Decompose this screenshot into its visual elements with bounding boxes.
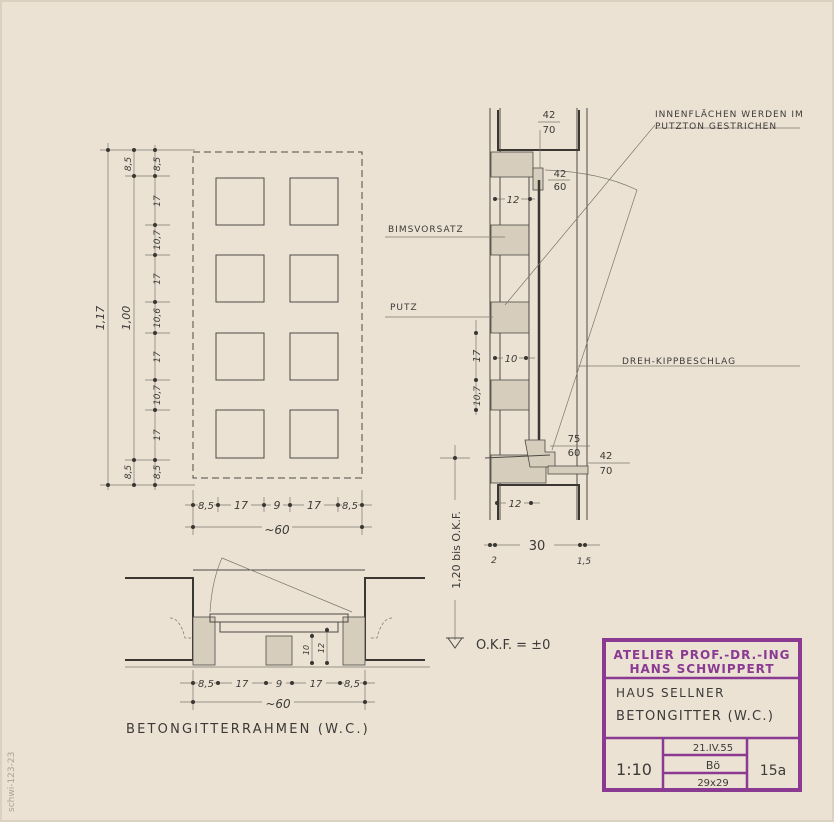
label-bimsvorsatz: BIMSVORSATZ (388, 225, 464, 235)
dim-chain: 17 (153, 351, 163, 363)
sheet-number: 15a (760, 763, 786, 779)
vertical-dimension-lines (100, 143, 195, 490)
frac-sill-numerator: 75 (568, 434, 581, 445)
dim-left-bottom: 8,5 (124, 465, 134, 480)
dim-chain: 17 (153, 195, 163, 207)
dim-width-chain: 17 (234, 499, 248, 512)
section-view: 42 70 42 60 75 60 42 70 12 10 17 10,7 (385, 108, 804, 653)
plan-dim-width-overall: ~60 (265, 697, 291, 711)
dim-1-5: 1,5 (577, 557, 592, 567)
dim-chain: 8,5 (153, 157, 163, 172)
frac-sash-numerator: 42 (554, 169, 567, 180)
frac-top-denominator: 70 (543, 125, 556, 136)
dim-10-7: 10,7 (473, 386, 483, 406)
scale: 1:10 (616, 760, 652, 779)
dim-width-chain: 8,5 (198, 501, 214, 512)
plan-dim-10: 10 (302, 645, 311, 655)
dim-height-overall: 1,17 (94, 306, 107, 331)
dim-width-chain: 9 (274, 499, 281, 512)
frame-outline (192, 151, 363, 479)
grid-openings (215, 177, 339, 459)
office-name-line2: HANS SCHWIPPERT (629, 662, 774, 676)
dim-chain: 17 (153, 273, 163, 285)
height-above-floor-note: 1,20 bis O.K.F. (450, 511, 463, 589)
dim-30: 30 (529, 539, 546, 554)
frac-sash-denominator: 60 (554, 182, 567, 193)
dim-width-chain: 17 (307, 499, 321, 512)
dim-chain: 8,5 (153, 465, 163, 480)
dim-chain: 10,7 (153, 385, 163, 405)
dim-17: 17 (472, 349, 483, 362)
plan-dim-chain: 8,5 (344, 679, 360, 690)
dim-chain: 10,6 (153, 308, 163, 328)
dim-width-chain: 8,5 (342, 501, 358, 512)
sheet-size: 29x29 (697, 778, 728, 789)
frac-bottom-numerator: 42 (600, 451, 613, 462)
dim-chain: 17 (153, 429, 163, 441)
archive-mark: schwi-123-23 (7, 752, 17, 812)
dim-height-inner: 1,00 (120, 306, 133, 331)
dim-10: 10 (505, 354, 518, 365)
dim-width-overall: ~60 (264, 523, 290, 537)
drawing-subject: BETONGITTER (W.C.) (616, 709, 774, 724)
frac-top-numerator: 42 (543, 110, 556, 121)
drawn-by: Bö (706, 759, 721, 772)
note-interior-surfaces-2: PUTZTON GESTRICHEN (655, 122, 777, 132)
floor-level-label: O.K.F. = ±0 (476, 638, 550, 653)
dim-2: 2 (491, 556, 497, 566)
note-interior-surfaces: INNENFLÄCHEN WERDEN IM (655, 109, 804, 120)
dim-12-bottom: 12 (509, 499, 522, 510)
plan-dim-12: 12 (317, 643, 326, 653)
elevation-view: 1,17 1,00 8,5 8,5 8,5 17 10,7 17 10,6 17… (94, 143, 372, 537)
title-block-stamp: ATELIER PROF.-DR.-ING HANS SCHWIPPERT HA… (602, 638, 802, 792)
plan-view: 10 12 8,5 17 9 17 8,5 ~60 BETONGITTERRAH… (125, 557, 430, 737)
dim-12-top: 12 (507, 195, 520, 206)
frac-bottom-denominator: 70 (600, 466, 613, 477)
plan-dim-chain: 17 (310, 679, 323, 690)
plan-title: BETONGITTERRAHMEN (W.C.) (126, 722, 370, 737)
frac-sill-denominator: 60 (568, 448, 581, 459)
project-name: HAUS SELLNER (616, 686, 725, 700)
dim-left-top: 8,5 (124, 157, 134, 172)
plan-dim-chain: 9 (276, 679, 282, 690)
dim-chain: 10,7 (153, 230, 163, 250)
plan-dim-chain: 8,5 (198, 679, 214, 690)
plan-dim-chain: 17 (236, 679, 249, 690)
label-putz: PUTZ (390, 303, 418, 313)
office-name-line1: ATELIER PROF.-DR.-ING (614, 648, 791, 662)
date: 21.IV.55 (693, 743, 733, 754)
label-dreh-kippbeschlag: DREH-KIPPBESCHLAG (622, 357, 736, 367)
